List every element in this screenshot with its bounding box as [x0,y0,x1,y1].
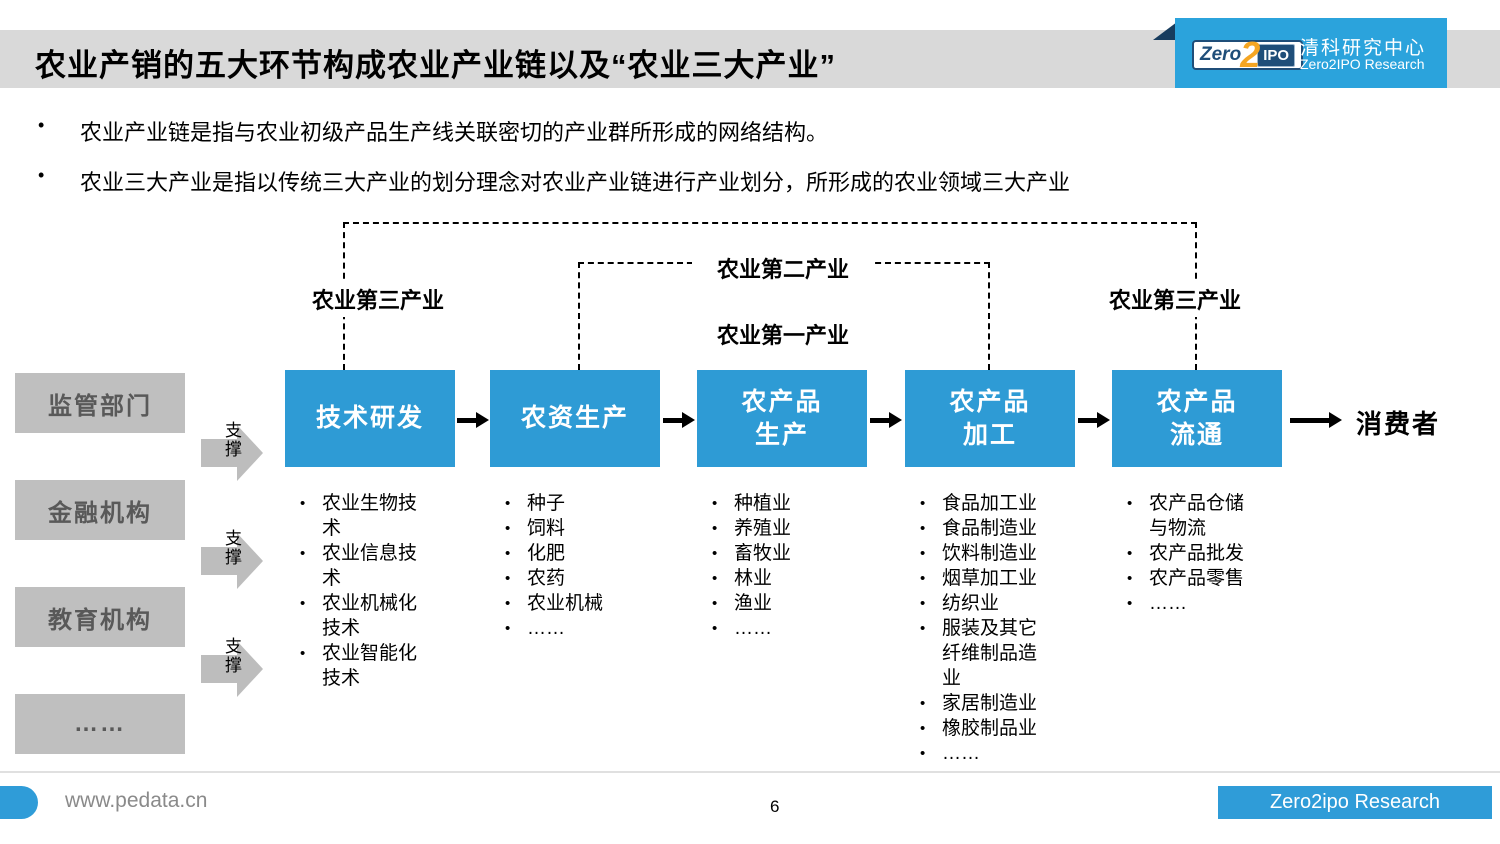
process-box-processing: 农产品 加工 [905,370,1075,467]
list-item: •食品制造业 [920,518,1038,539]
list-item: •服装及其它纤维制品造业 [920,618,1038,689]
label-third-industry-right: 农业第三产业 [1084,281,1266,317]
list-item: •…… [505,618,565,639]
process-box-distribution: 农产品 流通 [1112,370,1282,467]
list-item: •…… [712,618,772,639]
list-item: •农业机械化技术 [300,593,418,639]
list-item: •种子 [505,493,566,514]
label-first-industry: 农业第一产业 [692,316,874,352]
arrow-right-icon [663,412,695,428]
side-box-education: 教育机构 [15,587,185,647]
arrow-right-icon [1078,412,1110,428]
logo-fold-decoration [1153,22,1177,40]
bullet-dot: • [38,115,45,135]
list-item: •橡胶制品业 [920,718,1038,739]
list-item: •畜牧业 [712,543,792,564]
list-item: •养殖业 [712,518,792,539]
logo-cn-name: 清科研究中心 [1300,38,1427,59]
support-arrow-icon: 支撑 [201,637,263,697]
zero2ipo-logo-icon: Zero 2 IPO [1192,34,1304,75]
list-item: •饲料 [505,518,566,539]
list-item: •林业 [712,568,773,589]
page-title: 农业产销的五大环节构成农业产业链以及“农业三大产业” [35,48,836,83]
footer-url[interactable]: www.pedata.cn [65,789,208,812]
side-box-regulators: 监管部门 [15,373,185,433]
logo-en-name: Zero2IPO Research [1300,56,1425,72]
list-item: •烟草加工业 [920,568,1038,589]
list-agri-inputs: •种子 •饲料 •化肥 •农药 •农业机械 •…… [497,491,665,641]
list-item: •农产品仓储与物流 [1127,493,1245,539]
arrow-right-icon [870,412,902,428]
list-item: •农业生物技术 [300,493,418,539]
bullet-dot: • [38,165,45,185]
list-item: •农产品零售 [1127,568,1245,589]
list-item: •家居制造业 [920,693,1038,714]
list-item: •农业机械 [505,593,604,614]
logo-zero-text: Zero [1200,44,1242,65]
list-item: •农药 [505,568,566,589]
consumer-label: 消费者 [1356,409,1441,439]
list-item: •种植业 [712,493,792,514]
list-item: •渔业 [712,593,773,614]
list-item: •农业智能化技术 [300,643,418,689]
support-arrow-icon: 支撑 [201,529,263,589]
list-item: •饮料制造业 [920,543,1038,564]
process-box-tech-rd: 技术研发 [285,370,455,467]
label-third-industry-left: 农业第三产业 [287,281,469,317]
support-label: 支撑 [222,637,241,675]
side-box-finance: 金融机构 [15,480,185,540]
process-box-agri-inputs: 农资生产 [490,370,660,467]
list-item: •…… [1127,593,1187,614]
logo-ipo-text: IPO [1257,43,1296,67]
page-number: 6 [770,797,780,816]
list-item: •…… [920,743,980,764]
footer-accent-shape [0,786,38,819]
arrow-right-icon [457,412,489,428]
support-label: 支撑 [222,421,241,459]
logo-two-text: 2 [1240,34,1261,75]
list-item: •食品加工业 [920,493,1038,514]
list-item: •农业信息技术 [300,543,418,589]
list-tech-rd: •农业生物技术 •农业信息技术 •农业机械化技术 •农业智能化技术 [292,491,460,691]
list-item: •纺织业 [920,593,1000,614]
footer-divider [0,771,1500,773]
list-distribution: •农产品仓储与物流 •农产品批发 •农产品零售 •…… [1119,491,1287,616]
list-production: •种植业 •养殖业 •畜牧业 •林业 •渔业 •…… [704,491,872,641]
list-item: •化肥 [505,543,566,564]
side-box-ellipsis: …… [15,694,185,754]
process-box-production: 农产品 生产 [697,370,867,467]
list-processing: •食品加工业 •食品制造业 •饮料制造业 •烟草加工业 •纺织业 •服装及其它纤… [912,491,1080,766]
list-item: •农产品批发 [1127,543,1245,564]
support-arrow-icon: 支撑 [201,421,263,481]
footer-brand-badge: Zero2ipo Research [1218,786,1492,819]
support-label: 支撑 [222,529,241,567]
arrow-right-icon [1290,412,1342,428]
label-second-industry: 农业第二产业 [692,250,874,286]
